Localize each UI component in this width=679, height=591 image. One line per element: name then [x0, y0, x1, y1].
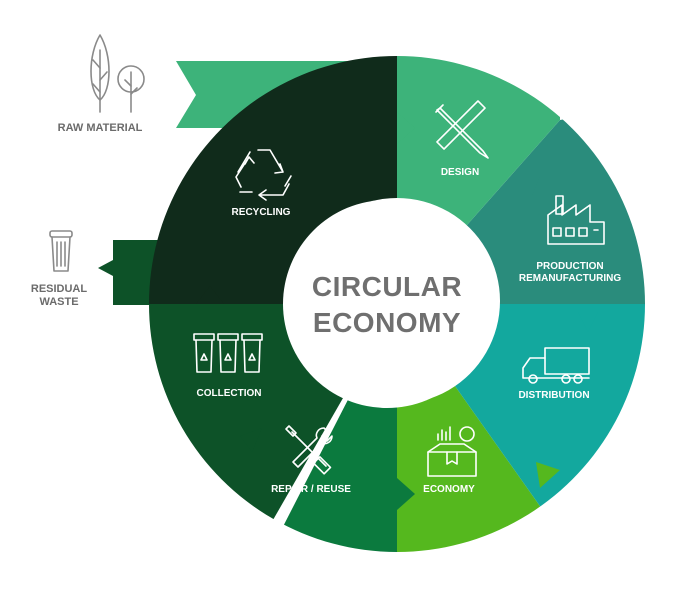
- center-circle: [283, 200, 491, 408]
- bins-icon: [193, 333, 263, 373]
- segment-label-repair: REPAIR / REUSE: [271, 484, 351, 495]
- segment-label-collection: COLLECTION: [197, 388, 262, 399]
- center-title-line1: CIRCULAR: [312, 271, 462, 302]
- factory-icon: [547, 195, 605, 245]
- recycle-icon: [235, 149, 292, 201]
- segment-label-economy: ECONOMY: [423, 484, 475, 495]
- center-title-line2: ECONOMY: [313, 307, 461, 338]
- box-chart-icon: [427, 426, 477, 477]
- segment-label-distribution: DISTRIBUTION: [518, 390, 589, 401]
- residual-waste-label-2: WASTE: [39, 296, 78, 308]
- wrench-screwdriver-icon: [285, 425, 333, 475]
- segment-label-design: DESIGN: [441, 167, 479, 178]
- raw-material-label: RAW MATERIAL: [58, 122, 143, 134]
- segment-label-production-1: PRODUCTION: [536, 261, 603, 272]
- trash-bin-icon: [49, 230, 73, 272]
- ruler-pencil-icon: [435, 100, 489, 159]
- segment-label-recycling: RECYCLING: [232, 207, 291, 218]
- truck-icon: [522, 347, 590, 384]
- trees-icon: [90, 34, 145, 113]
- residual-waste-label-1: RESIDUAL: [31, 283, 88, 295]
- segment-collection: [148, 304, 397, 552]
- segment-label-production-2: REMANUFACTURING: [519, 273, 621, 284]
